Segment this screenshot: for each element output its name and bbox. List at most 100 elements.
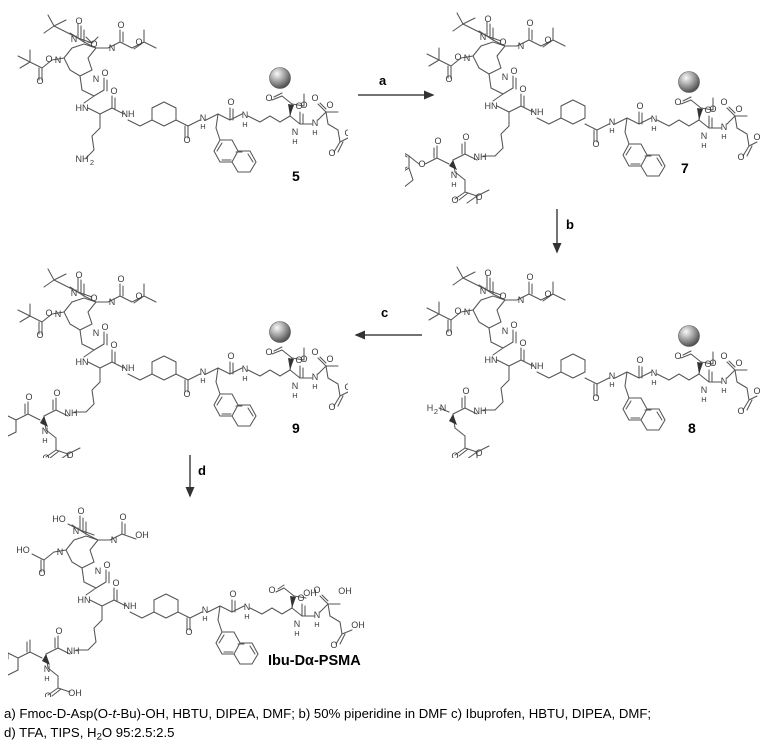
svg-text:NH: NH (531, 361, 544, 371)
svg-text:O: O (735, 104, 742, 114)
svg-text:NH: NH (124, 601, 137, 611)
svg-text:N: N (242, 110, 249, 120)
svg-text:H: H (721, 132, 726, 141)
svg-text:N: N (502, 326, 509, 336)
svg-text:O: O (53, 388, 60, 398)
svg-text:N: N (480, 32, 487, 42)
svg-text:O: O (704, 359, 711, 369)
svg-text:O: O (434, 136, 441, 146)
legend-line2-subscript: 2 (96, 731, 102, 743)
reaction-arrow-d (185, 455, 195, 498)
svg-text:O: O (519, 84, 526, 94)
svg-text:O: O (75, 270, 82, 280)
reaction-arrow-c (354, 330, 422, 340)
svg-text:HN: HN (78, 595, 91, 605)
resin-bead-icon (678, 71, 700, 93)
svg-text:O: O (227, 351, 234, 361)
svg-text:H: H (292, 391, 297, 400)
svg-text:N: N (701, 131, 708, 141)
svg-text:O: O (737, 406, 744, 416)
svg-text:H: H (42, 436, 47, 445)
svg-text:N: N (464, 307, 471, 317)
svg-text:O: O (110, 340, 117, 350)
svg-text:N: N (292, 381, 299, 391)
compound-label-8: 8 (688, 420, 696, 436)
svg-text:N: N (93, 74, 100, 84)
svg-text:O: O (45, 308, 52, 318)
svg-text:2: 2 (434, 407, 438, 416)
svg-text:H: H (609, 380, 614, 389)
structure-compound-9: N N N N O O O O O O O O HN NH NH O O N H… (8, 268, 348, 458)
structure-compound-5: N N N N O O O O O O O O HN NH O N H O N … (17, 14, 348, 173)
compound-label-7: 7 (681, 160, 689, 176)
svg-text:H: H (314, 620, 319, 629)
svg-text:N: N (71, 34, 78, 44)
svg-text:OH: OH (351, 620, 365, 630)
svg-text:H: H (312, 382, 317, 391)
structure-compound-8: N N N N O O O O O O O O HN NH NH O H 2 N… (426, 266, 761, 458)
svg-text:N: N (109, 297, 116, 307)
svg-text:N: N (721, 376, 728, 386)
svg-text:N: N (294, 619, 301, 629)
svg-text:O: O (101, 322, 108, 332)
svg-text:N: N (518, 295, 525, 305)
resin-bead-icon (269, 67, 291, 89)
svg-text:H: H (242, 120, 247, 129)
svg-text:N: N (42, 426, 49, 436)
svg-text:NH: NH (76, 154, 89, 164)
svg-text:NH: NH (474, 406, 487, 416)
svg-text:O: O (311, 93, 318, 103)
legend-line-1: a) Fmoc-D-Asp(O-t-Bu)-OH, HBTU, DIPEA, D… (4, 704, 766, 723)
svg-text:H: H (721, 386, 726, 395)
svg-text:N: N (55, 55, 62, 65)
svg-text:O: O (295, 355, 302, 365)
svg-text:NH: NH (65, 408, 78, 418)
svg-text:H: H (200, 376, 205, 385)
svg-text:O: O (735, 358, 742, 368)
svg-text:O: O (475, 192, 482, 202)
arrow-label-b: b (566, 217, 574, 232)
svg-text:HN: HN (76, 357, 89, 367)
svg-text:O: O (704, 105, 711, 115)
svg-text:N: N (73, 526, 80, 536)
svg-text:N: N (44, 664, 51, 674)
legend-line1-italic: t (112, 706, 117, 721)
svg-text:O: O (753, 386, 760, 396)
svg-text:N: N (609, 117, 616, 127)
svg-text:N: N (518, 41, 525, 51)
svg-text:OH: OH (338, 586, 352, 596)
svg-text:O: O (268, 585, 275, 595)
svg-text:N: N (440, 403, 447, 413)
svg-text:N: N (721, 122, 728, 132)
svg-text:O: O (720, 97, 727, 107)
svg-text:O: O (526, 272, 533, 282)
svg-text:O: O (295, 101, 302, 111)
svg-text:O: O (185, 627, 192, 637)
arrow-label-d: d (198, 463, 206, 478)
svg-text:H: H (312, 128, 317, 137)
svg-text:H: H (609, 126, 614, 135)
legend-line1-post: -Bu)-OH, HBTU, DIPEA, DMF; b) 50% piperi… (116, 706, 652, 721)
svg-text:N: N (464, 53, 471, 63)
svg-text:OH: OH (303, 588, 317, 598)
svg-text:O: O (636, 101, 643, 111)
svg-text:O: O (38, 568, 45, 578)
svg-text:NH: NH (122, 109, 135, 119)
svg-text:O: O (117, 20, 124, 30)
svg-text:O: O (36, 330, 43, 340)
svg-text:O: O (475, 448, 482, 458)
svg-text:O: O (344, 382, 348, 392)
svg-text:O: O (484, 268, 491, 278)
svg-text:HN: HN (485, 101, 498, 111)
svg-text:H: H (244, 612, 249, 621)
svg-text:N: N (55, 309, 62, 319)
arrow-label-a: a (379, 73, 387, 88)
svg-text:O: O (55, 626, 62, 636)
svg-text:NH: NH (531, 107, 544, 117)
svg-text:O: O (544, 35, 551, 45)
svg-text:N: N (109, 43, 116, 53)
svg-text:H: H (651, 378, 656, 387)
svg-text:O: O (103, 560, 110, 570)
svg-text:N: N (200, 113, 207, 123)
